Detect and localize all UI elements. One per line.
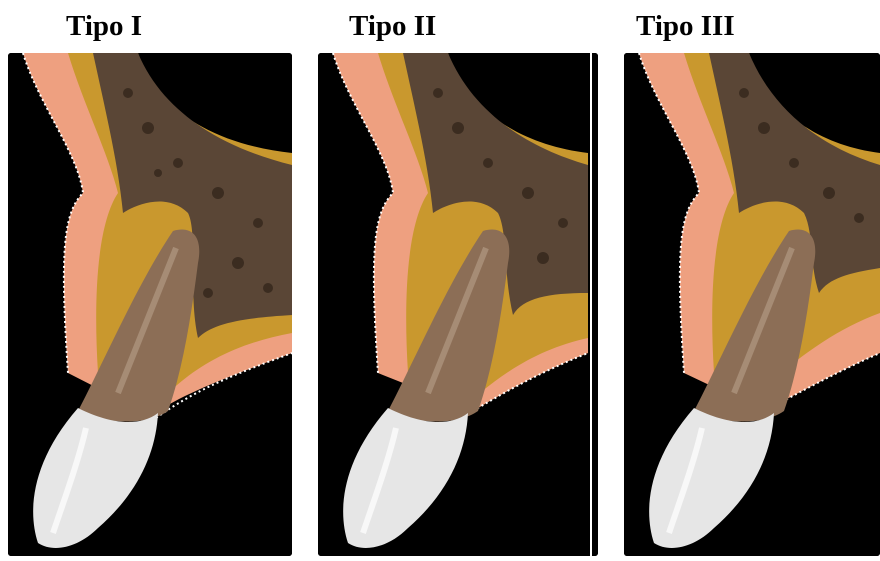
panel-title-tipo-ii: Tipo II bbox=[349, 8, 436, 44]
tooth-socket-diagram-tipo-ii bbox=[318, 53, 598, 556]
illustration-tipo-i bbox=[8, 53, 292, 556]
tooth-socket-diagram-tipo-iii bbox=[624, 53, 880, 556]
illustration-tipo-ii bbox=[318, 53, 598, 556]
panel-title-tipo-iii: Tipo III bbox=[636, 8, 735, 44]
panel-title-tipo-i: Tipo I bbox=[66, 8, 142, 44]
illustration-tipo-iii bbox=[624, 53, 880, 556]
tooth-socket-diagram-tipo-i bbox=[8, 53, 292, 556]
